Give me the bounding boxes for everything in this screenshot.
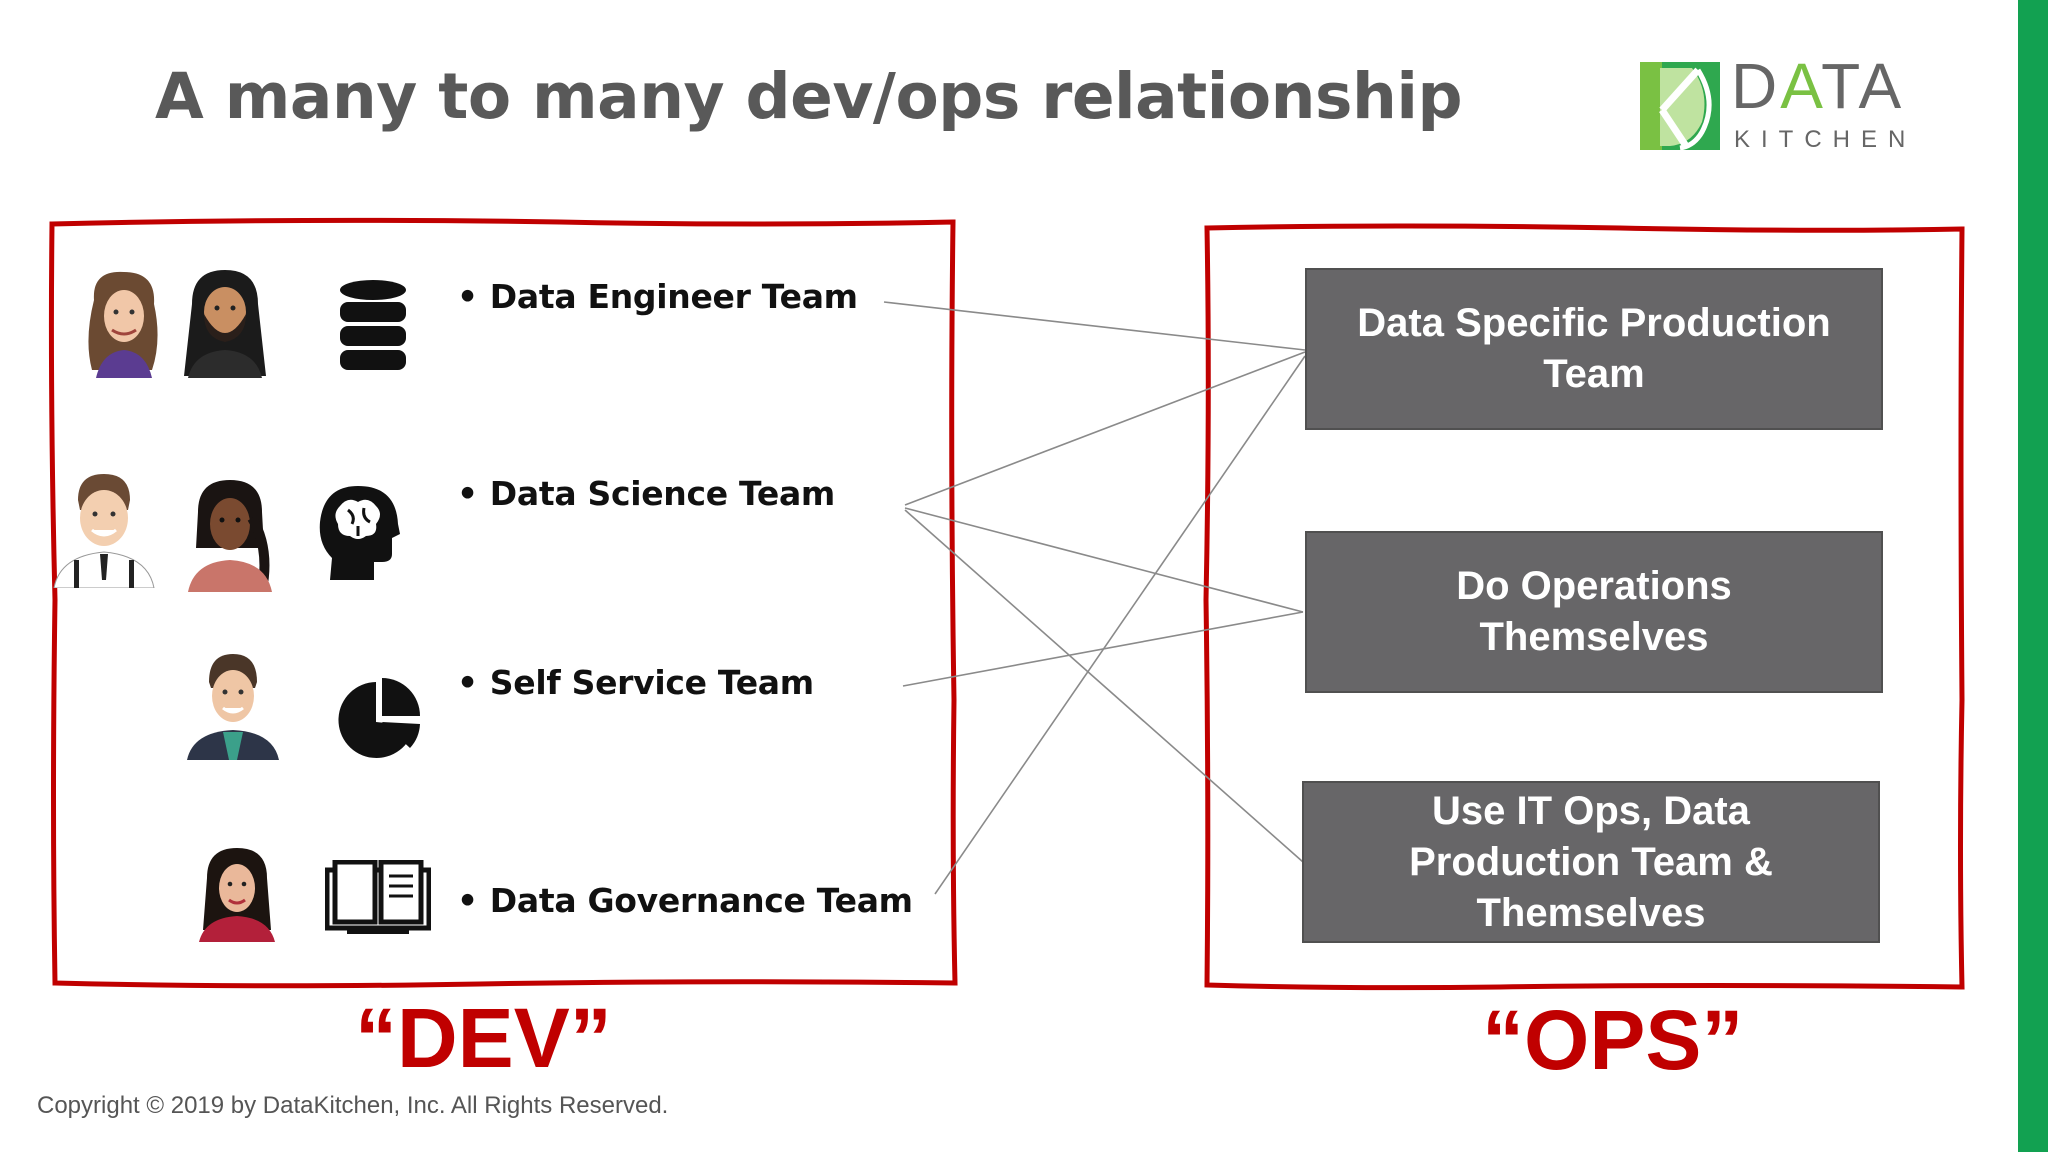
- link-science-prod: [904, 351, 1306, 506]
- dev-team-data-engineer: •Data Engineer Team: [457, 277, 858, 316]
- avatar-man-long-hair: [184, 270, 266, 378]
- link-science-self: [904, 507, 1304, 613]
- link-selfservice-self: [902, 611, 1304, 687]
- avatar-woman-curly-hair: [88, 271, 158, 378]
- avatar-man-green-shirt: [187, 654, 279, 760]
- copyright-notice: Copyright © 2019 by DataKitchen, Inc. Al…: [37, 1092, 669, 1119]
- pie-chart-icon: [338, 678, 420, 758]
- dev-label: “DEV”: [355, 991, 612, 1085]
- datakitchen-logo: DATA KITCHEN: [1640, 54, 1910, 158]
- database-icon: [340, 280, 406, 370]
- avatar-woman-braid: [188, 480, 272, 592]
- logo-mark-icon: [1640, 62, 1720, 150]
- avatar-woman-dark-hair: [199, 848, 275, 942]
- brain-head-icon: [319, 486, 400, 580]
- slide-title: A many to many dev/ops relationship: [155, 60, 1463, 133]
- link-governance-prod: [934, 355, 1306, 895]
- dev-team-self-service: •Self Service Team: [457, 663, 814, 702]
- logo-wordmark: DATA: [1731, 50, 1905, 122]
- dev-team-data-governance: •Data Governance Team: [457, 881, 913, 920]
- link-science-itops: [904, 509, 1304, 863]
- logo-subtitle: KITCHEN: [1734, 126, 1917, 153]
- avatar-man-suspenders: [53, 474, 155, 588]
- open-book-icon: [325, 860, 431, 934]
- green-side-bar: [2018, 0, 2048, 1152]
- dev-team-data-science: •Data Science Team: [457, 474, 835, 513]
- link-engineer-prod: [883, 301, 1306, 351]
- ops-label: “OPS”: [1482, 993, 1744, 1087]
